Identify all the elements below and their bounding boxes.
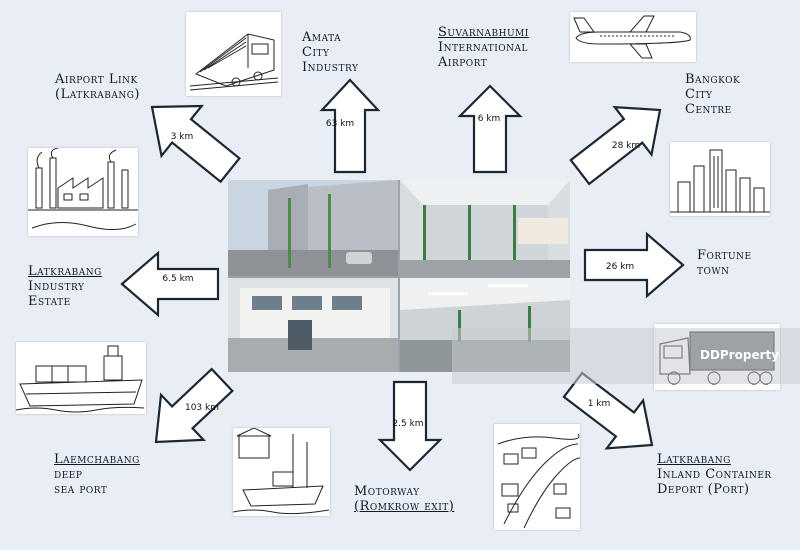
label-fortune: Fortune town [697, 248, 752, 278]
label-line: Motorway [354, 484, 420, 499]
arrow-bangkok [569, 105, 662, 186]
distance-fortune: 26 km [606, 262, 634, 272]
label-line: City [685, 87, 713, 102]
distance-bangkok: 28 km [612, 141, 640, 151]
distance-airport-link: 3 km [171, 132, 194, 142]
arrow-motorway [377, 380, 443, 472]
label-line: International [438, 40, 529, 55]
label-line: Laemchabang [54, 452, 140, 467]
label-line: sea port [54, 482, 108, 497]
label-line: Industry [28, 279, 85, 294]
skyline-sketch [670, 142, 770, 216]
arrow-airport-link [150, 104, 241, 184]
label-line: Deport (Port) [657, 482, 750, 497]
distance-latkrabang-estate: 6.5 km [162, 274, 193, 284]
watermark-text: DDProperty [700, 348, 780, 362]
label-line: town [697, 263, 730, 278]
label-line: Bangkok [685, 72, 741, 87]
label-line: Fortune [697, 248, 752, 263]
label-line: Airport Link [55, 72, 138, 87]
arrow-fortune [583, 231, 685, 299]
arrow-laemchabang [154, 367, 234, 444]
distance-amata: 63 km [326, 119, 354, 129]
arrow-amata [319, 78, 381, 174]
arrow-latkrabang-estate [120, 250, 220, 318]
label-line: Airport [438, 55, 488, 70]
distance-suvarnabhumi: 6 km [478, 114, 501, 124]
arrow-suvarnabhumi [457, 84, 523, 174]
label-line: City [302, 45, 330, 60]
label-line: (Latkrabang) [55, 87, 140, 102]
label-latkrabang-estate: Latkrabang Industry Estate [28, 264, 102, 309]
label-line: deep [54, 467, 83, 482]
label-laemchabang: Laemchabang deep sea port [54, 452, 140, 497]
label-line: Industry [302, 60, 359, 75]
factory-sketch [28, 148, 138, 236]
label-line: (Romkrow exit) [354, 499, 455, 514]
train-sketch [186, 12, 281, 96]
label-line: Latkrabang [657, 452, 731, 467]
distance-laemchabang: 103 km [185, 403, 219, 413]
label-line: Estate [28, 294, 71, 309]
label-line: Latkrabang [28, 264, 102, 279]
label-airport-link: Airport Link (Latkrabang) [55, 72, 140, 102]
label-line: Suvarnabhumi [438, 25, 529, 40]
label-amata: Amata City Industry [302, 30, 358, 75]
label-line: Amata [302, 30, 342, 45]
label-bangkok: Bangkok City Centre [685, 72, 740, 117]
label-line: Centre [685, 102, 732, 117]
label-line: Inland Container [657, 467, 772, 482]
watermark-band [452, 328, 800, 384]
container-yard-sketch [494, 424, 580, 530]
cargo-ship-sketch [16, 342, 146, 414]
airplane-sketch [570, 12, 696, 62]
distance-motorway: 2.5 km [392, 419, 423, 429]
distance-latkrabang-inland: 1 km [588, 399, 611, 409]
label-motorway: Motorway (Romkrow exit) [354, 484, 454, 514]
harbor-boats-sketch [233, 428, 330, 516]
label-suvarnabhumi: Suvarnabhumi International Airport [438, 25, 529, 70]
label-latkrabang-inland: Latkrabang Inland Container Deport (Port… [657, 452, 772, 497]
